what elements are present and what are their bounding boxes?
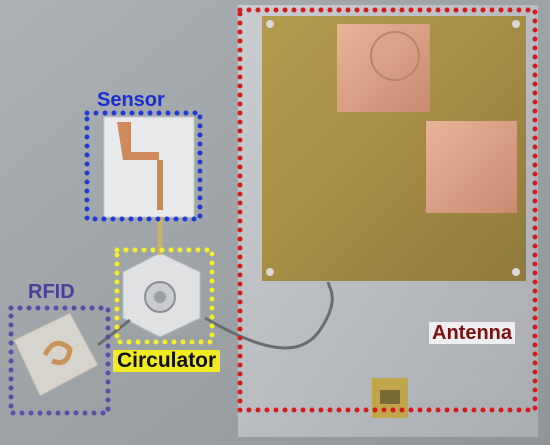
patch-element-top xyxy=(337,24,430,112)
sensor-label: Sensor xyxy=(97,89,165,111)
coax-cable-antenna xyxy=(204,281,334,350)
circulator-outline xyxy=(114,247,215,345)
antenna-label: Antenna xyxy=(429,322,515,344)
patch-element-bottom xyxy=(426,121,517,213)
circulator-label: Circulator xyxy=(113,350,221,372)
rfid-board xyxy=(13,312,99,397)
sensor-outline xyxy=(84,110,203,222)
rfid-outline xyxy=(8,305,111,416)
antenna-outline xyxy=(237,7,538,413)
rfid-label: RFID xyxy=(28,281,75,303)
coax-cable-rfid xyxy=(97,318,131,347)
sensor-board xyxy=(103,116,195,218)
